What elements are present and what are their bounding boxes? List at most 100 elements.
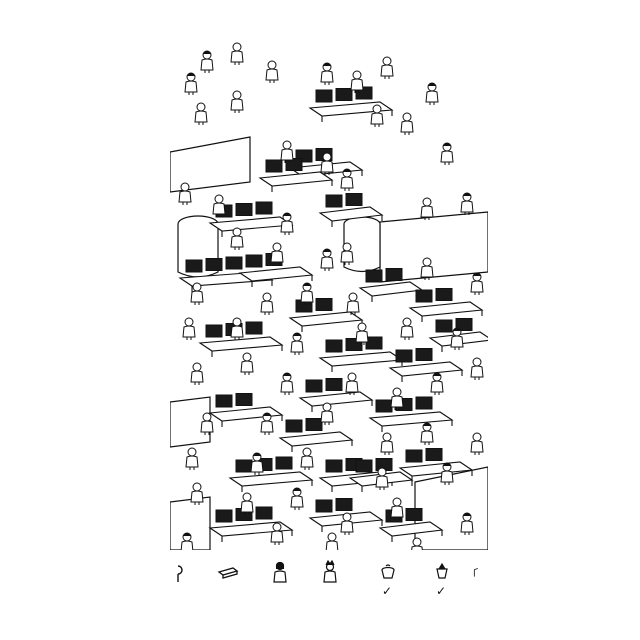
monitor	[335, 498, 353, 511]
office-worker[interactable]	[270, 522, 284, 545]
office-worker[interactable]	[194, 102, 208, 125]
office-worker[interactable]	[320, 62, 334, 85]
office-worker[interactable]	[320, 152, 334, 175]
monitor	[405, 449, 423, 463]
target-slot[interactable]	[310, 556, 350, 602]
office-worker[interactable]	[290, 487, 304, 510]
office-worker[interactable]	[460, 512, 474, 535]
long-hair-person-icon	[273, 561, 287, 583]
office-worker[interactable]	[230, 317, 244, 340]
office-worker[interactable]	[180, 532, 194, 550]
desk-with-monitors	[408, 288, 484, 322]
office-worker[interactable]	[346, 292, 360, 315]
monitor	[365, 336, 383, 350]
office-worker[interactable]	[260, 412, 274, 435]
target-slot[interactable]	[260, 556, 300, 602]
office-worker[interactable]	[178, 182, 192, 205]
office-worker[interactable]	[240, 352, 254, 375]
office-worker[interactable]	[212, 194, 226, 217]
office-worker[interactable]	[200, 50, 214, 73]
office-worker[interactable]	[340, 242, 354, 265]
office-worker[interactable]	[190, 482, 204, 505]
game-board[interactable]	[170, 42, 488, 550]
monitor	[255, 506, 273, 520]
office-worker[interactable]	[430, 372, 444, 395]
people-layer[interactable]	[178, 42, 484, 550]
office-worker[interactable]	[400, 112, 414, 135]
monitor	[355, 459, 373, 473]
monitor	[275, 456, 293, 470]
office-worker[interactable]	[470, 272, 484, 295]
office-worker[interactable]	[400, 317, 414, 340]
office-worker[interactable]	[420, 197, 434, 220]
office-worker[interactable]	[380, 56, 394, 79]
office-worker[interactable]	[340, 168, 354, 191]
monitor	[415, 289, 433, 303]
office-worker[interactable]	[370, 104, 384, 127]
office-worker[interactable]	[460, 192, 474, 215]
office-worker[interactable]	[375, 467, 389, 490]
potted-plant-icon	[381, 564, 395, 579]
monitor	[215, 509, 233, 523]
office-worker[interactable]	[184, 72, 198, 95]
office-worker[interactable]	[470, 357, 484, 380]
office-worker[interactable]	[390, 387, 404, 410]
target-slot[interactable]: ✓	[368, 556, 408, 602]
toolbox-icon	[217, 567, 239, 579]
office-worker[interactable]	[182, 317, 196, 340]
office-worker[interactable]	[440, 462, 454, 485]
bucket-icon	[436, 562, 448, 579]
office-worker[interactable]	[355, 322, 369, 345]
office-worker[interactable]	[280, 140, 294, 163]
office-worker[interactable]	[190, 282, 204, 305]
office-worker[interactable]	[300, 447, 314, 470]
office-worker[interactable]	[350, 70, 364, 93]
office-worker[interactable]	[185, 447, 199, 470]
monitor	[345, 193, 363, 206]
office-worker[interactable]	[470, 432, 484, 455]
office-worker[interactable]	[270, 242, 284, 265]
monitor	[205, 258, 223, 271]
monitor	[325, 378, 343, 391]
office-worker[interactable]	[260, 292, 274, 315]
office-worker[interactable]	[425, 82, 439, 105]
office-worker[interactable]	[320, 248, 334, 271]
office-worker[interactable]	[230, 42, 244, 65]
office-worker[interactable]	[280, 212, 294, 235]
office-worker[interactable]	[200, 412, 214, 435]
target-slot[interactable]: ✓	[422, 556, 462, 602]
office-worker[interactable]	[190, 362, 204, 385]
monitor	[235, 459, 253, 473]
office-worker[interactable]	[300, 282, 314, 305]
office-worker[interactable]	[325, 532, 339, 550]
office-worker[interactable]	[230, 90, 244, 113]
office-worker[interactable]	[280, 372, 294, 395]
desk-with-monitors	[298, 378, 374, 412]
office-worker[interactable]	[411, 537, 423, 550]
office-worker[interactable]	[420, 257, 434, 280]
office-scene[interactable]	[170, 42, 488, 550]
monitor	[265, 159, 283, 173]
office-worker[interactable]	[230, 227, 244, 250]
target-slot[interactable]	[160, 556, 200, 602]
office-worker[interactable]	[345, 372, 359, 395]
target-slot[interactable]	[208, 556, 248, 602]
office-worker[interactable]	[380, 432, 394, 455]
found-checkmark: ✓	[436, 584, 447, 598]
office-worker[interactable]	[265, 60, 279, 83]
desk-layer	[178, 86, 488, 542]
office-worker[interactable]	[240, 492, 254, 515]
office-worker[interactable]	[290, 332, 304, 355]
office-worker[interactable]	[440, 142, 454, 165]
office-worker[interactable]	[320, 402, 334, 425]
monitor	[315, 89, 333, 103]
desk-with-monitors	[228, 456, 314, 492]
target-slot[interactable]	[468, 556, 490, 602]
office-worker[interactable]	[250, 452, 264, 475]
office-worker[interactable]	[420, 422, 434, 445]
targets-bar: ✓ ✓	[160, 556, 490, 602]
monitor	[455, 318, 473, 331]
office-worker[interactable]	[450, 327, 464, 350]
office-worker[interactable]	[390, 497, 404, 520]
office-worker[interactable]	[340, 512, 354, 535]
